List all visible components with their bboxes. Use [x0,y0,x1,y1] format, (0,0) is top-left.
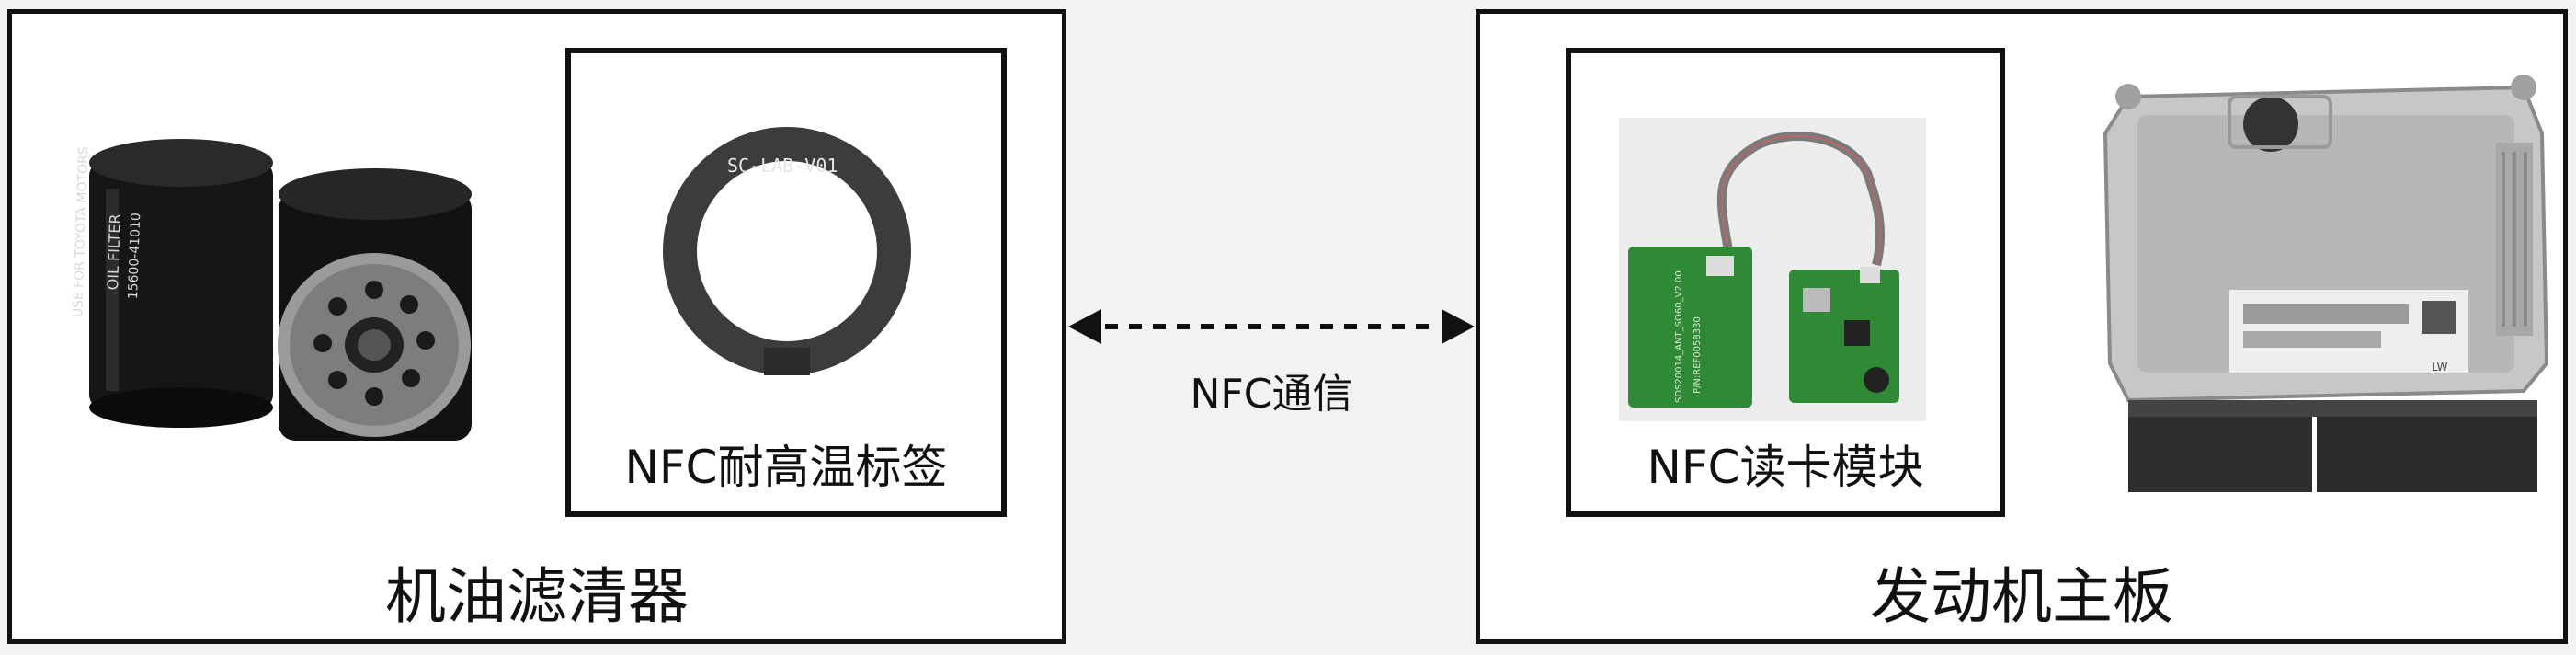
ecu-print: LW [2432,361,2448,373]
pcb-print-2: P/N:REF0058330 [1693,316,1703,394]
nfc-reader-label: NFC读卡模块 [1647,441,1924,494]
nfc-tag-print: SC-LAB-V01 [727,155,838,177]
nfc-communication-label: NFC通信 [1190,371,1353,418]
pcb-print-1: SDS20014_ANT_SO60_V2.00 [1674,270,1684,403]
nfc-communication-arrow [1068,309,1475,344]
nfc-tag-box: SC-LAB-V01 NFC耐高温标签 [565,48,1007,517]
engine-board-title: 发动机主板 [1870,561,2173,632]
nfc-tag-image [663,127,911,375]
nfc-reader-box: SDS20014_ANT_SO60_V2.00 P/N:REF0058330 N… [1566,48,2005,517]
oil-filter-image [89,139,472,441]
nfc-reader-module-image [1628,132,1899,408]
oil-filter-panel: USE FOR TOYOTA MOTORS OIL FILTER 15600-4… [7,9,1066,644]
engine-board-panel: SDS20014_ANT_SO60_V2.00 P/N:REF0058330 N… [1476,9,2568,644]
engine-ecu-image [2103,75,2549,492]
nfc-tag-label: NFC耐高温标签 [624,441,948,494]
oil-filter-title: 机油滤清器 [385,561,689,632]
